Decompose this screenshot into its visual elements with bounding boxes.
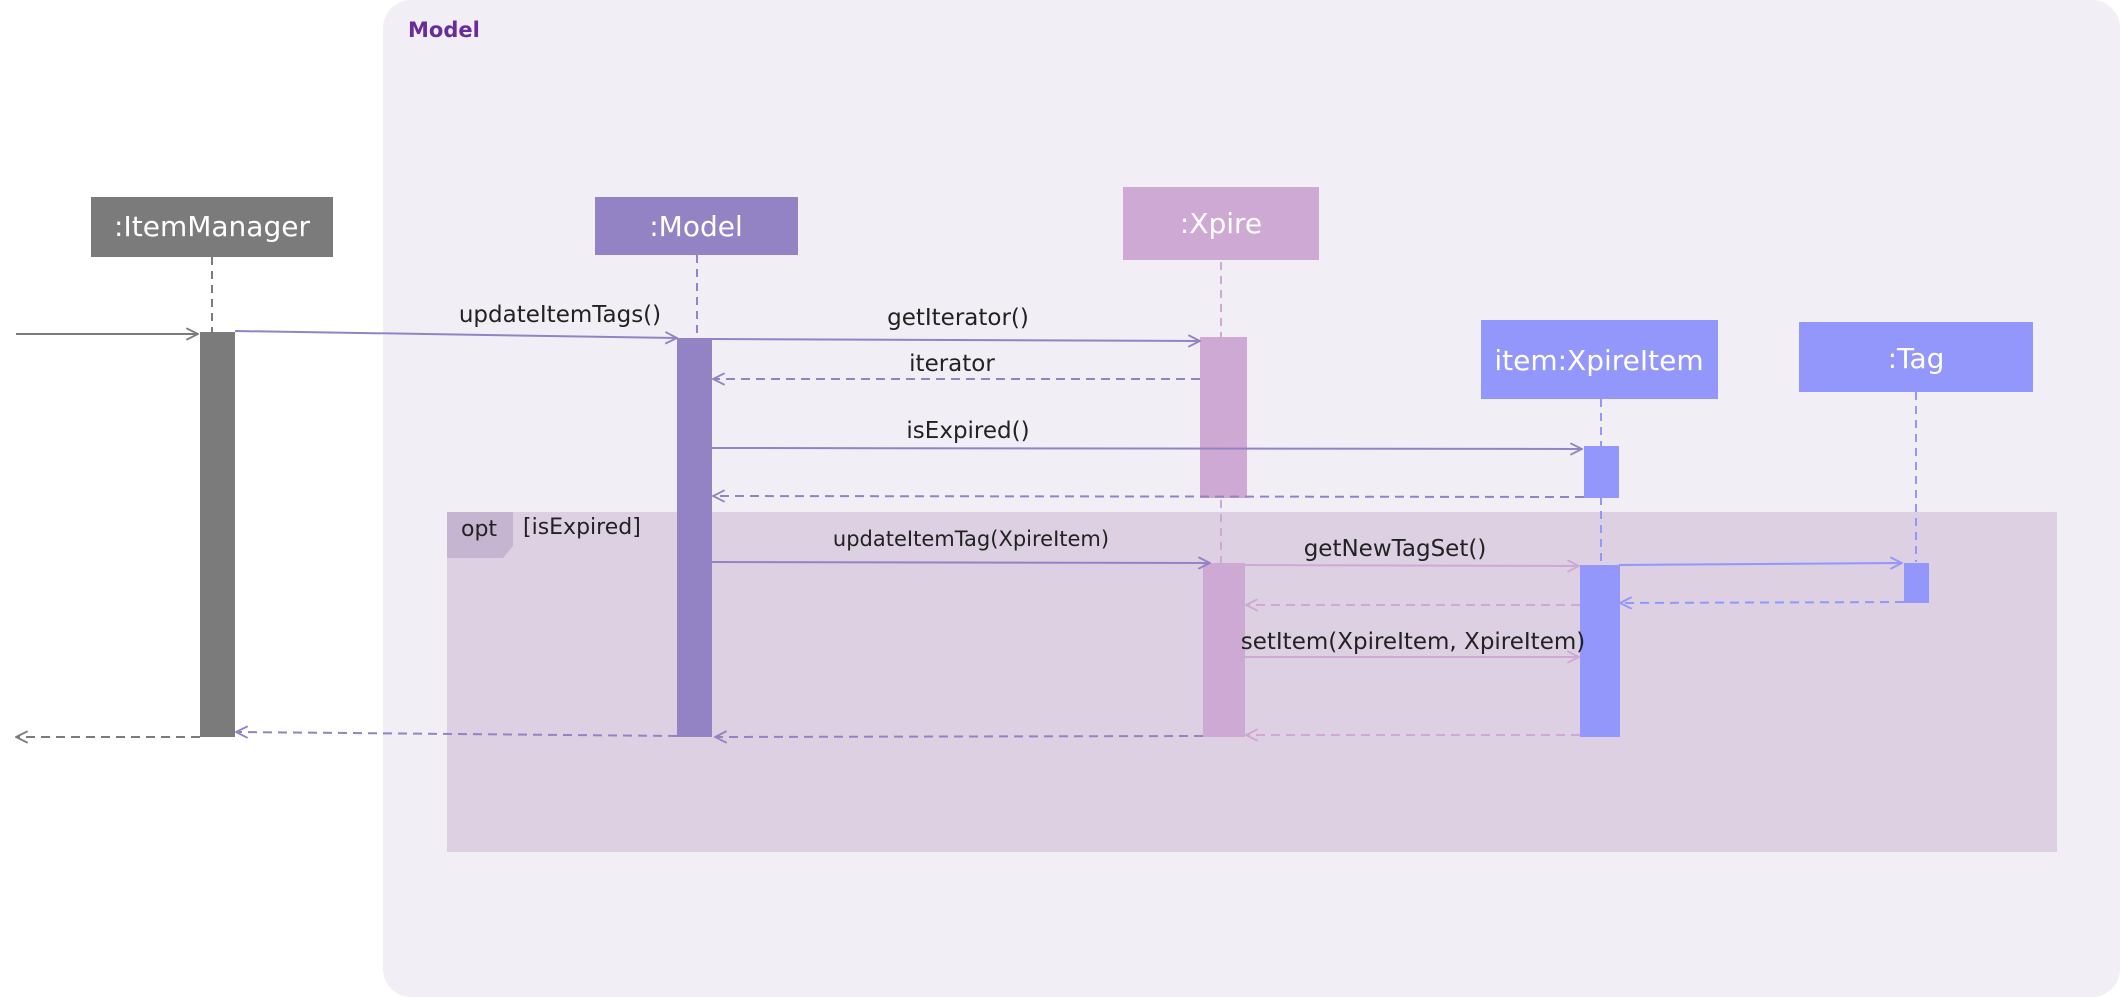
updateitemtags-label: updateItemTags() (459, 302, 661, 328)
iterator-label: iterator (909, 351, 995, 377)
updateitemtag-label: updateItemTag(XpireItem) (833, 527, 1109, 551)
setitem-label: setItem(XpireItem, XpireItem) (1241, 629, 1585, 655)
xpire-label: :Xpire (1180, 207, 1262, 240)
xpireitem-participant (1481, 320, 1718, 399)
xpireitem-activation-1 (1584, 446, 1619, 498)
opt-operator-label: opt (461, 517, 497, 542)
updateitemtags-arrow (234, 330, 677, 338)
getiterator-label: getIterator() (887, 305, 1029, 331)
getnewtagset-arrow (1244, 565, 1579, 566)
tag-label: :Tag (1888, 342, 1945, 375)
isexpired-arrow (711, 448, 1582, 449)
isexpired-label: isExpired() (906, 418, 1029, 444)
getiterator-arrow (711, 339, 1200, 341)
tag-activation (1904, 563, 1929, 603)
xpireitem-activation-2 (1580, 565, 1620, 737)
model-label: :Model (649, 210, 743, 243)
model-frame-title: Model (408, 18, 480, 42)
opt-fragment-tab (447, 512, 513, 558)
getnewtagset-label: getNewTagSet() (1304, 536, 1487, 562)
updateitemtags-return-arrow (236, 732, 678, 736)
itemmanager-activation (200, 332, 235, 737)
xpire-participant (1123, 187, 1319, 260)
updateitemtag-arrow (711, 562, 1210, 563)
opt-guard-label: [isExpired] (523, 515, 641, 540)
tag-call-arrow (1618, 563, 1902, 565)
tag-participant (1799, 322, 2033, 392)
isexpired-return-arrow (713, 496, 1585, 497)
model-participant (595, 197, 798, 255)
xpire-activation-1 (1200, 337, 1247, 498)
itemmanager-participant (91, 197, 333, 257)
opt-fragment (447, 512, 2057, 852)
xpireitem-label: item:XpireItem (1494, 344, 1703, 377)
itemmanager-label: :ItemManager (114, 210, 310, 243)
model-activation (677, 338, 712, 737)
tag-return-arrow (1620, 602, 1905, 603)
xpire-activation-2 (1203, 563, 1245, 737)
updateitemtag-return-arrow (715, 736, 1204, 737)
